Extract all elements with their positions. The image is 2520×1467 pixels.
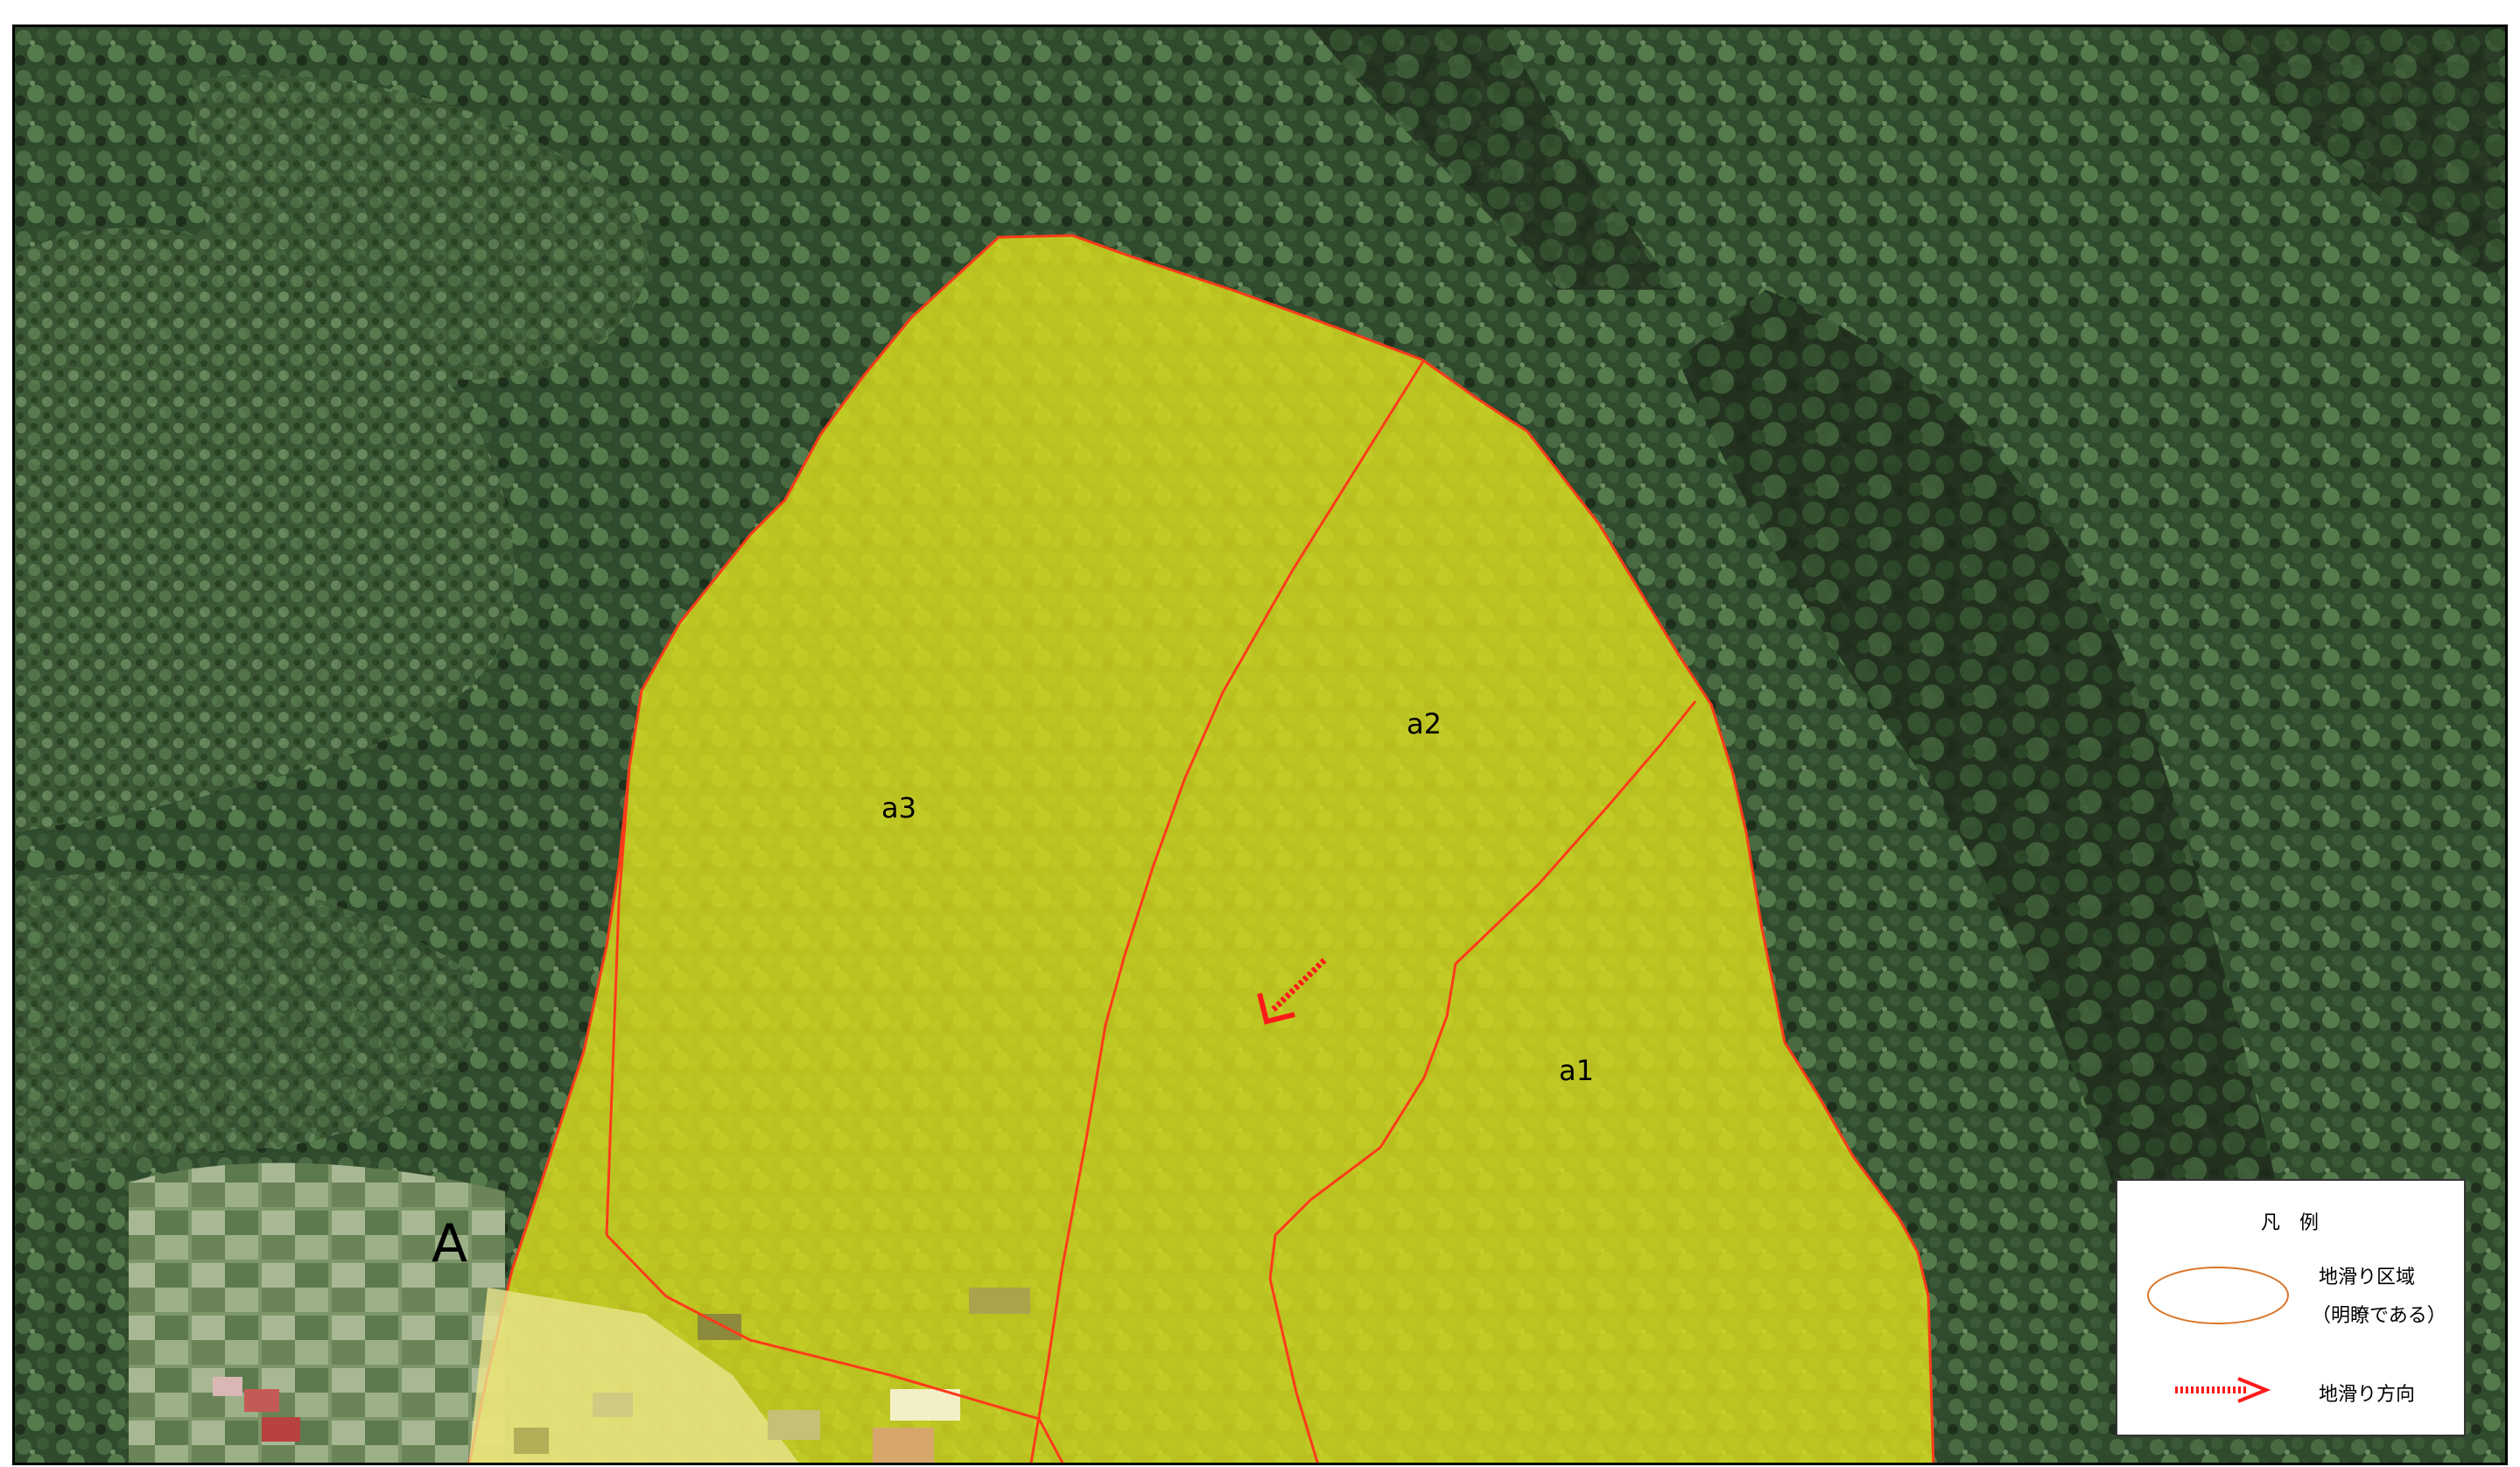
legend-title: 凡 例 [2261, 1212, 2320, 1234]
aerial-map-frame: a1 a2 a3 A 凡 例 地滑り区域 （明瞭である） 地滑り方向 [12, 25, 2508, 1465]
landslide-area-polygon [467, 234, 1935, 1463]
house-roof [262, 1417, 300, 1442]
zone-boundary-lower [605, 1233, 1064, 1463]
zone-boundary-a1-a2 [1268, 700, 1697, 1463]
legend-item-direction-label: 地滑り方向 [2319, 1384, 2416, 1406]
legend-item-area-label: 地滑り区域 [2319, 1267, 2416, 1288]
landslide-direction-arrow-icon [1257, 958, 1327, 1025]
landslide-area-ellipse-icon [2147, 1267, 2289, 1324]
house-roof [244, 1389, 279, 1412]
zone-label-a1: a1 [1559, 1054, 1594, 1087]
aerial-map-canvas [15, 27, 2505, 1463]
zone-label-a3: a3 [881, 791, 916, 825]
zone-boundary-a2-a3 [1029, 359, 1426, 1463]
legend-item-area-sublabel: （明瞭である） [2312, 1305, 2446, 1327]
map-legend: 凡 例 地滑り区域 （明瞭である） 地滑り方向 [2116, 1179, 2466, 1436]
section-label-a: A [432, 1213, 468, 1274]
zone-boundary-a3-west [605, 767, 631, 1236]
house-roof [213, 1377, 242, 1396]
village-buildings [468, 1288, 1030, 1463]
zone-label-a2: a2 [1407, 707, 1442, 741]
landslide-direction-arrow-icon [2175, 1377, 2271, 1403]
